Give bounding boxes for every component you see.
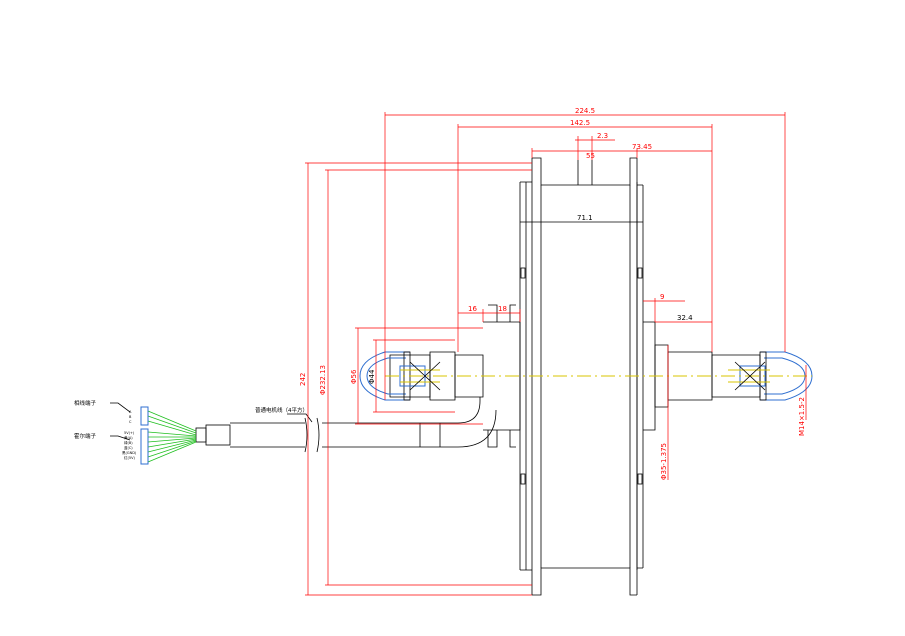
dim-fork-width: 142.5 bbox=[570, 119, 590, 127]
dim-phi-35: Φ35-1.375 bbox=[660, 443, 668, 480]
wire-labels: A B C 5V(+) 黄(A) 绿(B) 蓝(C) 黑(GND) 红(5V) bbox=[122, 410, 137, 460]
dim-offset: 2.3 bbox=[597, 132, 608, 140]
dim-left-18: 18 bbox=[498, 305, 507, 313]
dim-body-width: 71.1 bbox=[577, 214, 593, 222]
dim-phi-44: Φ44 bbox=[368, 369, 376, 384]
wire-label: 5V(+) bbox=[124, 431, 135, 435]
label-motor-cable: 普通电机线（4平方） bbox=[255, 406, 308, 414]
leader-lines bbox=[110, 402, 313, 441]
dimension-lines bbox=[305, 112, 807, 596]
dim-overall-height: 242 bbox=[299, 373, 307, 386]
wire-label: 红(5V) bbox=[124, 455, 135, 460]
wire-label: B bbox=[129, 415, 132, 419]
dim-left-16: 16 bbox=[468, 305, 477, 313]
dim-rim-diameter: Φ232.13 bbox=[319, 365, 327, 395]
dim-phi-56: Φ56 bbox=[350, 369, 358, 384]
motor-outline bbox=[195, 157, 761, 596]
wire-label: 绿(B) bbox=[124, 440, 133, 445]
dim-right-9: 9 bbox=[660, 293, 664, 301]
dim-right-half: 73.45 bbox=[632, 143, 652, 151]
dimension-labels: 224.5 142.5 2.3 55 73.45 71.1 16 18 9 32… bbox=[299, 107, 806, 480]
wire-label: A bbox=[129, 410, 132, 414]
dim-overall-length: 224.5 bbox=[575, 107, 595, 115]
dim-right-32-4: 32.4 bbox=[677, 314, 693, 322]
wire-label: 黄(A) bbox=[124, 435, 133, 440]
axle-centerline bbox=[385, 361, 812, 391]
wire-harness bbox=[140, 406, 197, 465]
wire-label: C bbox=[129, 420, 132, 424]
dim-thread: M14×1.5-2 bbox=[798, 397, 806, 436]
wire-label: 蓝(C) bbox=[124, 445, 133, 450]
wire-label: 黑(GND) bbox=[122, 451, 137, 455]
label-hall-connector: 霍尔端子 bbox=[74, 432, 97, 440]
callout-labels: 相线端子 霍尔端子 普通电机线（4平方） bbox=[74, 399, 308, 440]
label-phase-connector: 相线端子 bbox=[74, 399, 97, 407]
dim-rim-width: 55 bbox=[586, 152, 595, 160]
